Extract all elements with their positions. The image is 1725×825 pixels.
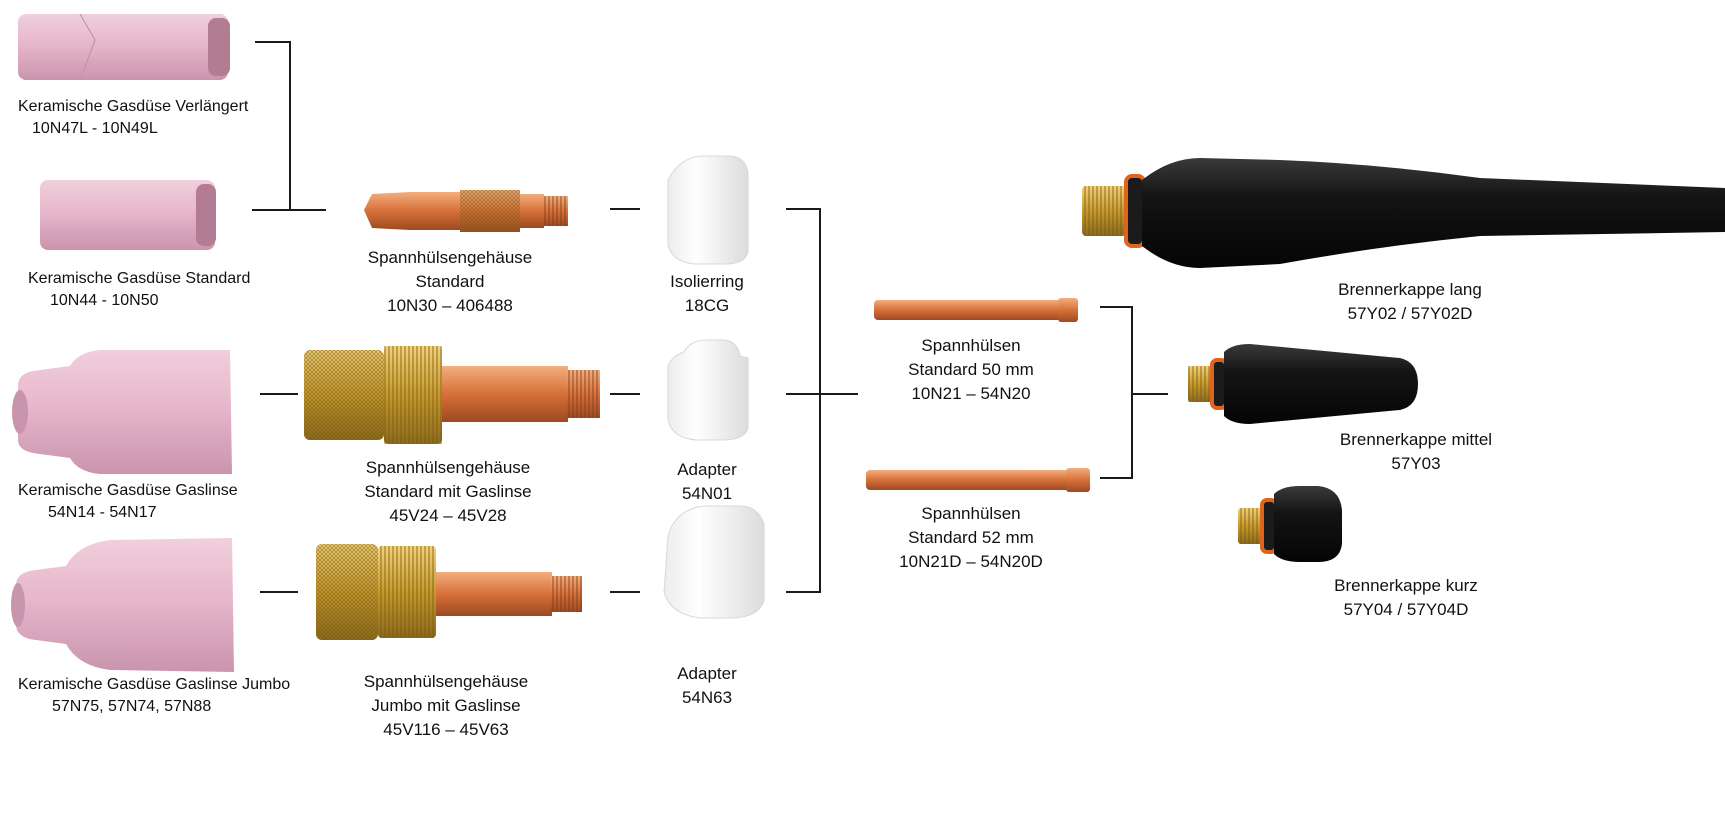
collet-50mm-line2: Standard 50 mm bbox=[908, 360, 1034, 379]
connector-nozzle-bracket bbox=[252, 41, 326, 211]
adapter-54n01-name: Adapter bbox=[677, 460, 737, 479]
collet-body-standard-image bbox=[364, 190, 568, 232]
collet-body-jumbo-image bbox=[316, 544, 582, 640]
back-cap-medium-image bbox=[1188, 344, 1418, 424]
adapter-54n01-code: 54N01 bbox=[681, 484, 733, 503]
collet-body-jumbo-line1: Spannhülsengehäuse bbox=[363, 672, 529, 691]
nozzle-standard-code: 10N44 - 10N50 bbox=[50, 292, 159, 309]
adapter-54n01-label: Adapter 54N01 bbox=[647, 458, 767, 506]
collet-52mm-line2: Standard 52 mm bbox=[908, 528, 1034, 547]
nozzle-standard-image bbox=[40, 180, 216, 250]
collet-body-gaslens-line2: Standard mit Gaslinse bbox=[364, 482, 532, 501]
collet-body-standard-label: Spannhülsengehäuse Standard 10N30 – 4064… bbox=[350, 246, 550, 318]
nozzle-standard-label: Keramische Gasdüse Standard 10N44 - 10N5… bbox=[28, 268, 250, 312]
nozzle-gaslens-name: Keramische Gasdüse Gaslinse bbox=[18, 482, 238, 499]
back-cap-long-code: 57Y02 / 57Y02D bbox=[1347, 304, 1473, 323]
adapter-54n63-image bbox=[663, 505, 765, 619]
collet-body-standard-code: 10N30 – 406488 bbox=[387, 296, 513, 315]
insulator-ring-code: 18CG bbox=[684, 296, 730, 315]
collet-body-standard-line1: Spannhülsengehäuse bbox=[367, 248, 533, 267]
adapter-54n63-label: Adapter 54N63 bbox=[647, 662, 767, 710]
collet-50mm-code: 10N21 – 54N20 bbox=[911, 384, 1031, 403]
collet-body-gaslens-code: 45V24 – 45V28 bbox=[389, 506, 507, 525]
nozzle-gaslens-code: 54N14 - 54N17 bbox=[48, 504, 157, 521]
nozzle-gaslens-jumbo-label: Keramische Gasdüse Gaslinse Jumbo 57N75,… bbox=[18, 674, 290, 718]
back-cap-long-name: Brennerkappe lang bbox=[1338, 280, 1482, 299]
collet-52mm-code: 10N21D – 54N20D bbox=[899, 552, 1043, 571]
collet-body-jumbo-code: 45V116 – 45V63 bbox=[383, 720, 509, 739]
nozzle-gaslens-image bbox=[12, 350, 232, 474]
nozzle-gaslens-label: Keramische Gasdüse Gaslinse 54N14 - 54N1… bbox=[18, 480, 238, 524]
collet-body-gaslens-line1: Spannhülsengehäuse bbox=[365, 458, 531, 477]
nozzle-gaslens-jumbo-image bbox=[11, 538, 234, 672]
collet-body-jumbo-line2: Jumbo mit Gaslinse bbox=[371, 696, 521, 715]
collet-body-gaslens-image bbox=[304, 346, 600, 444]
back-cap-medium-name: Brennerkappe mittel bbox=[1339, 430, 1493, 449]
adapter-54n63-name: Adapter bbox=[677, 664, 737, 683]
collet-body-gaslens-label: Spannhülsengehäuse Standard mit Gaslinse… bbox=[348, 456, 548, 528]
nozzle-standard-name: Keramische Gasdüse Standard bbox=[28, 270, 251, 287]
collet-52mm-line1: Spannhülsen bbox=[921, 504, 1021, 523]
back-cap-short-image bbox=[1238, 486, 1342, 562]
collet-50mm-image bbox=[874, 298, 1078, 322]
insulator-ring-name: Isolierring bbox=[670, 272, 744, 291]
back-cap-medium-label: Brennerkappe mittel 57Y03 bbox=[1316, 428, 1516, 476]
nozzle-gaslens-jumbo-code: 57N75, 57N74, 57N88 bbox=[52, 698, 212, 715]
nozzle-extended-name: Keramische Gasdüse Verlängert bbox=[18, 98, 249, 115]
connector-collet-bracket bbox=[1100, 306, 1168, 479]
collet-body-jumbo-label: Spannhülsengehäuse Jumbo mit Gaslinse 45… bbox=[346, 670, 546, 742]
collet-50mm-label: Spannhülsen Standard 50 mm 10N21 – 54N20 bbox=[876, 334, 1066, 406]
back-cap-medium-code: 57Y03 bbox=[1391, 454, 1441, 473]
insulator-ring-label: Isolierring 18CG bbox=[647, 270, 767, 318]
connector-insulator-bracket bbox=[786, 208, 858, 593]
collet-52mm-image bbox=[866, 468, 1090, 492]
connector-lines bbox=[252, 41, 1168, 593]
nozzle-extended-label: Keramische Gasdüse Verlängert 10N47L - 1… bbox=[18, 96, 248, 140]
nozzle-extended-code: 10N47L - 10N49L bbox=[32, 120, 158, 137]
collet-50mm-line1: Spannhülsen bbox=[921, 336, 1021, 355]
collet-body-standard-line2: Standard bbox=[415, 272, 485, 291]
back-cap-long-image bbox=[1082, 158, 1725, 268]
back-cap-short-name: Brennerkappe kurz bbox=[1334, 576, 1478, 595]
back-cap-long-label: Brennerkappe lang 57Y02 / 57Y02D bbox=[1310, 278, 1510, 326]
nozzle-gaslens-jumbo-name: Keramische Gasdüse Gaslinse Jumbo bbox=[18, 676, 291, 693]
insulator-ring-image bbox=[667, 155, 749, 265]
collet-52mm-label: Spannhülsen Standard 52 mm 10N21D – 54N2… bbox=[876, 502, 1066, 574]
back-cap-short-label: Brennerkappe kurz 57Y04 / 57Y04D bbox=[1306, 574, 1506, 622]
adapter-54n63-code: 54N63 bbox=[681, 688, 733, 707]
back-cap-short-code: 57Y04 / 57Y04D bbox=[1343, 600, 1469, 619]
nozzle-extended-image bbox=[18, 13, 230, 81]
adapter-54n01-image bbox=[667, 339, 749, 441]
